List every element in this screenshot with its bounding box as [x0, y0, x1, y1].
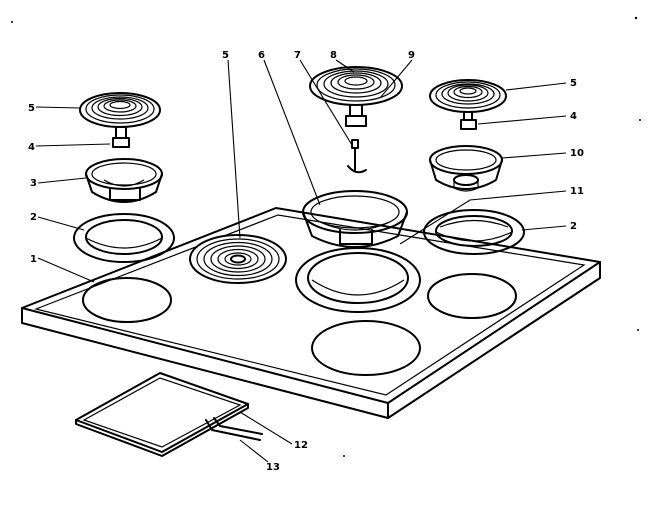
callout-4-right: 4	[570, 111, 577, 122]
heating-element-center	[309, 66, 403, 127]
callout-3: 3	[30, 178, 37, 189]
burner-opening-front-left	[82, 277, 172, 323]
callout-6: 6	[258, 50, 265, 61]
trim-ring-right	[423, 209, 525, 255]
callout-4-left: 4	[28, 142, 35, 153]
callout-8: 8	[330, 50, 337, 61]
callout-1: 1	[30, 254, 37, 265]
callout-5-right: 5	[570, 78, 577, 89]
trim-ring-left	[73, 213, 175, 263]
terminal-block-center	[345, 115, 367, 127]
callout-11: 11	[570, 186, 584, 197]
leader-lines	[35, 59, 567, 463]
scan-specks	[11, 16, 641, 457]
callout-2-left: 2	[30, 212, 37, 223]
callout-2-right: 2	[570, 221, 577, 232]
heating-element-left	[79, 92, 161, 148]
callout-12: 12	[294, 440, 308, 451]
callout-5-center: 5	[222, 50, 229, 61]
drip-bowl-center	[302, 190, 408, 248]
callout-7: 7	[294, 50, 301, 61]
drip-bowl-right	[429, 145, 503, 192]
raised-trim-ring	[295, 247, 421, 313]
terminal-block-left	[112, 137, 130, 148]
callout-5-left: 5	[28, 103, 35, 114]
heating-element-right	[429, 79, 507, 130]
installed-heating-element	[189, 234, 287, 284]
callout-9: 9	[408, 50, 415, 61]
callout-labels: 1 2 3 4 5 5 6 7 8 9 5 4 10 11 2 12 13	[28, 50, 584, 473]
drip-bowl-left	[85, 158, 163, 203]
callout-10: 10	[570, 148, 584, 159]
drawer-tray	[75, 372, 263, 457]
burner-opening-rear-right	[427, 273, 517, 319]
burner-opening-front-right	[311, 320, 421, 376]
callout-13: 13	[266, 462, 280, 473]
receptacle-bracket	[347, 139, 367, 174]
cooktop-panel	[21, 207, 601, 419]
terminal-block-right	[460, 119, 477, 130]
